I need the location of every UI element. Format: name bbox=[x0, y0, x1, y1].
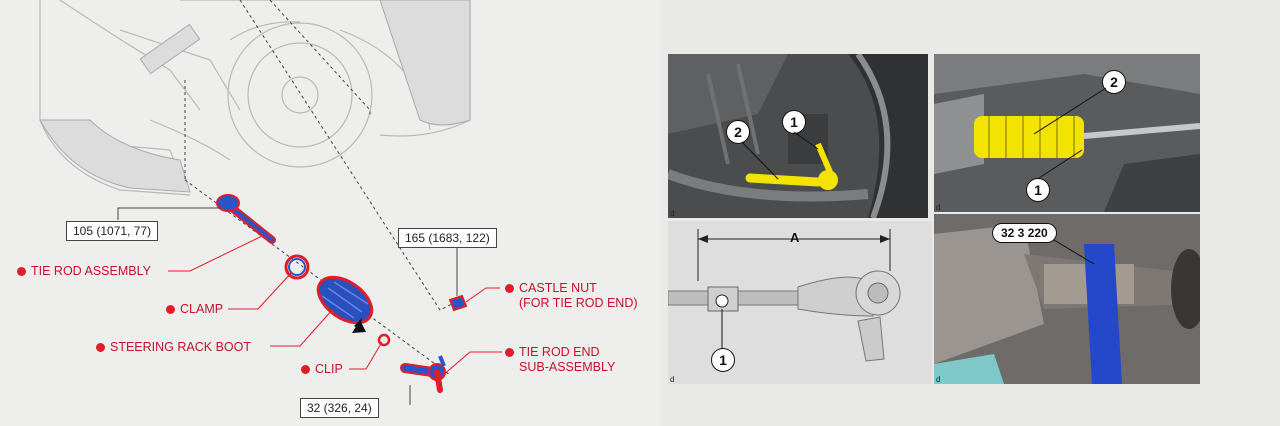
red-bullet-icon bbox=[301, 365, 310, 374]
photo-corner-mark: d bbox=[670, 209, 675, 218]
torque-box-165: 165 (1683, 122) bbox=[398, 228, 497, 248]
photo-corner-mark: d bbox=[670, 375, 675, 384]
label-tie-rod-assembly: TIE ROD ASSEMBLY bbox=[17, 264, 151, 279]
drawing-tie-rod-dimension: A 1 d bbox=[668, 221, 932, 384]
red-bullet-icon bbox=[17, 267, 26, 276]
torque-leaders bbox=[117, 207, 458, 405]
castle-nut-part bbox=[448, 294, 468, 312]
photo-2-drawing bbox=[934, 54, 1200, 212]
photo-4-leader bbox=[1053, 239, 1095, 265]
photo-tie-rod-end-installed: 2 1 d bbox=[668, 54, 928, 218]
label-steering-rack-boot: STEERING RACK BOOT bbox=[96, 340, 251, 355]
photo-4-drawing bbox=[934, 214, 1200, 384]
photo-1-leaders bbox=[741, 131, 819, 180]
clamp-part bbox=[284, 254, 310, 280]
photo-1-drawing bbox=[668, 54, 928, 218]
torque-box-105: 105 (1071, 77) bbox=[66, 221, 159, 241]
label-clip: CLIP bbox=[301, 362, 343, 377]
callout-2: 2 bbox=[1102, 70, 1126, 94]
photo-2-leaders bbox=[1033, 87, 1107, 179]
label-clamp: CLAMP bbox=[166, 302, 223, 317]
callout-1: 1 bbox=[1026, 178, 1050, 202]
red-bullet-icon bbox=[505, 284, 514, 293]
photo-corner-mark: d bbox=[936, 203, 941, 212]
callout-1: 1 bbox=[782, 110, 806, 134]
callout-1: 1 bbox=[711, 348, 735, 372]
red-bullet-icon bbox=[505, 348, 514, 357]
red-bullet-icon bbox=[166, 305, 175, 314]
red-bullet-icon bbox=[96, 343, 105, 352]
callout-2: 2 bbox=[726, 120, 750, 144]
steering-rack-boot-part bbox=[316, 275, 374, 333]
exploded-diagram-drawing bbox=[39, 0, 502, 405]
photo-steering-rack-boot: 2 1 d bbox=[934, 54, 1200, 212]
special-tool-number: 32 3 220 bbox=[992, 223, 1057, 243]
tie-rod-end-part bbox=[400, 355, 446, 393]
red-leaders bbox=[168, 235, 502, 377]
exploded-diagram-panel: 105 (1071, 77) 165 (1683, 122) 32 (326, … bbox=[17, 0, 638, 418]
drawing-3-leader bbox=[721, 309, 723, 348]
label-castle-nut: CASTLE NUT(FOR TIE ROD END) bbox=[505, 281, 638, 311]
torque-box-32: 32 (326, 24) bbox=[300, 398, 379, 418]
clip-part bbox=[377, 333, 391, 347]
dashed-leaders bbox=[184, 0, 461, 376]
photo-corner-mark: d bbox=[936, 375, 941, 384]
dimension-a-label: A bbox=[790, 230, 800, 245]
photo-special-tool: 32 3 220 d bbox=[934, 214, 1200, 384]
tie-rod-assembly-part bbox=[216, 194, 276, 244]
